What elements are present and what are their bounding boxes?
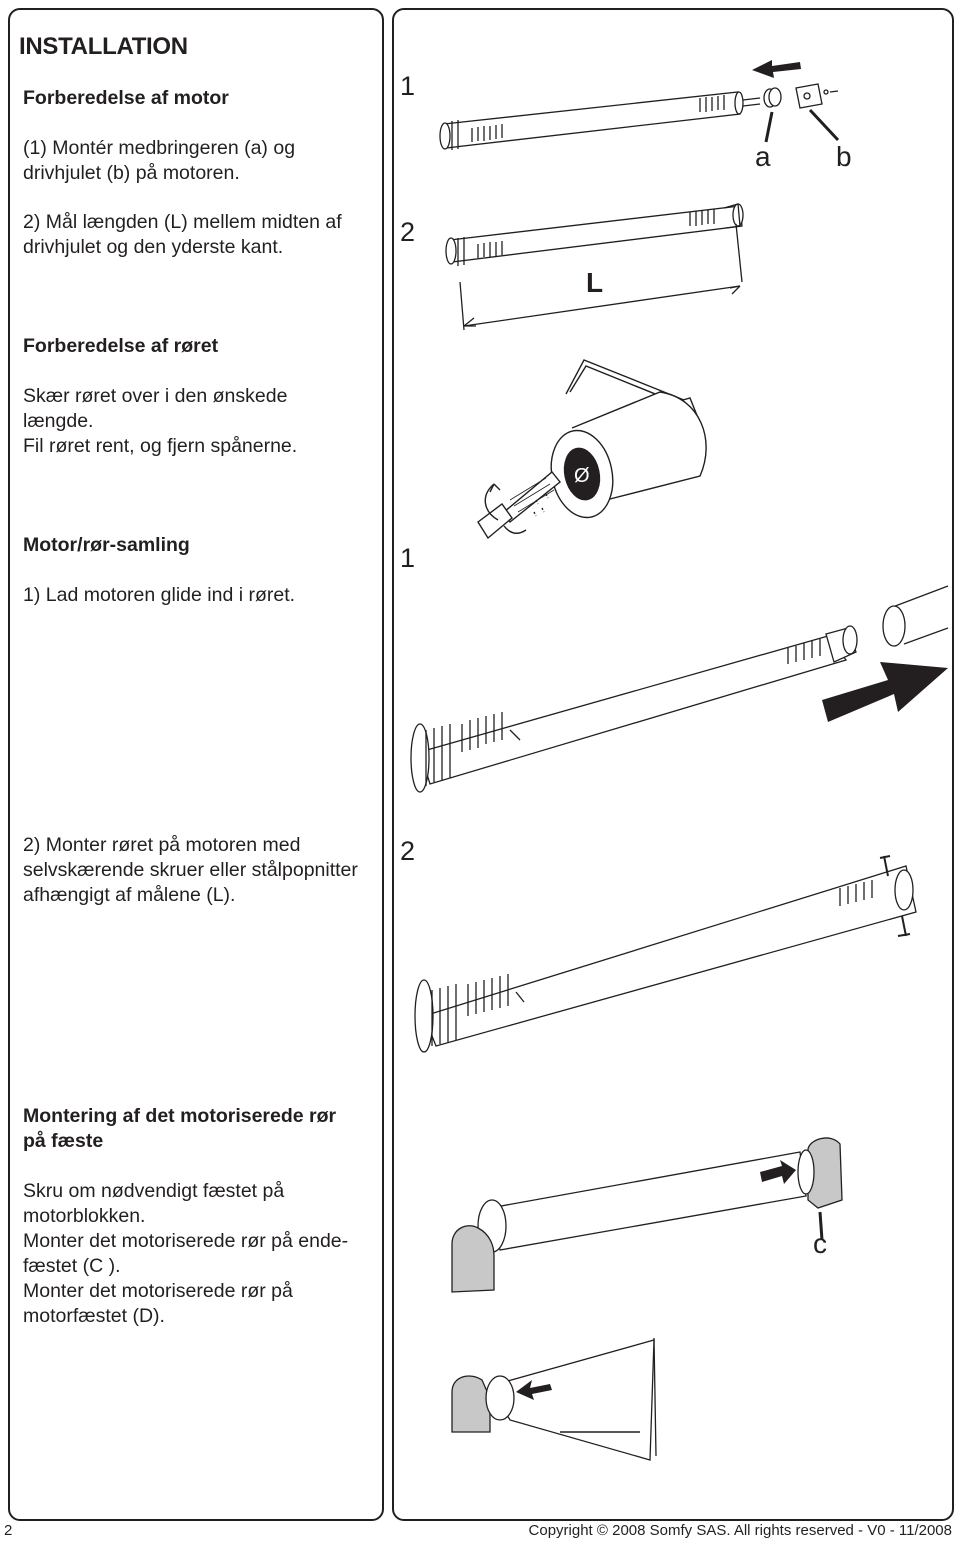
mounting-line1: Skru om nødvendigt fæstet på (23, 1180, 285, 1202)
assembly-step1: 1) Lad motoren glide ind i røret. (23, 584, 296, 606)
tube-prep-line3: Fil røret rent, og fjern spånerne. (23, 435, 298, 457)
motor-prep-step1-line1: (1) Montér medbringeren (a) og (23, 137, 296, 159)
label-a: a (755, 141, 771, 172)
mounting-line3: Monter det motoriserede rør på ende- (23, 1230, 349, 1252)
page-number: 2 (4, 1522, 13, 1539)
motor-prep-step1-line2: drivhjulet (b) på motoren. (23, 162, 240, 184)
assembly-step2-number: 2 (400, 836, 416, 866)
mounting-heading-line1: Montering af det motoriserede rør (23, 1105, 337, 1127)
assembly-step1-number: 1 (400, 543, 416, 573)
mounting-line2: motorblokken. (23, 1205, 146, 1227)
copyright: Copyright © 2008 Somfy SAS. All rights r… (528, 1522, 952, 1539)
label-c: c (813, 1228, 827, 1259)
assembly-step2-line1: 2) Monter røret på motoren med (23, 834, 301, 856)
label-b: b (836, 141, 852, 172)
mounting-line4: fæstet (C ). (23, 1255, 121, 1277)
tube-prep-line1: Skær røret over i den ønskede (23, 385, 288, 407)
illustration-panel (392, 8, 954, 1521)
motor-prep-step2-line1: 2) Mål længden (L) mellem midten af (23, 211, 342, 233)
assembly-step2-line2: selvskærende skruer eller stålpopnitter (23, 859, 358, 881)
mounting-heading-line2: på fæste (23, 1130, 104, 1152)
motor-prep-heading: Forberedelse af motor (23, 87, 229, 109)
label-L: L (586, 267, 604, 298)
diameter-symbol: Ø (574, 465, 590, 487)
motor-step2-number: 2 (400, 217, 416, 247)
tube-prep-line2: længde. (23, 410, 94, 432)
tube-prep-heading: Forberedelse af røret (23, 335, 219, 357)
mounting-line6: motorfæstet (D). (23, 1305, 165, 1327)
assembly-step2-line3: afhængigt af målene (L). (23, 884, 236, 906)
motor-prep-step2-line2: drivhjulet og den yderste kant. (23, 236, 284, 258)
mounting-line5: Monter det motoriserede rør på (23, 1280, 293, 1302)
text-panel (8, 8, 384, 1521)
page-title: INSTALLATION (19, 33, 188, 60)
assembly-heading: Motor/rør-samling (23, 534, 190, 556)
motor-step1-number: 1 (400, 71, 416, 101)
